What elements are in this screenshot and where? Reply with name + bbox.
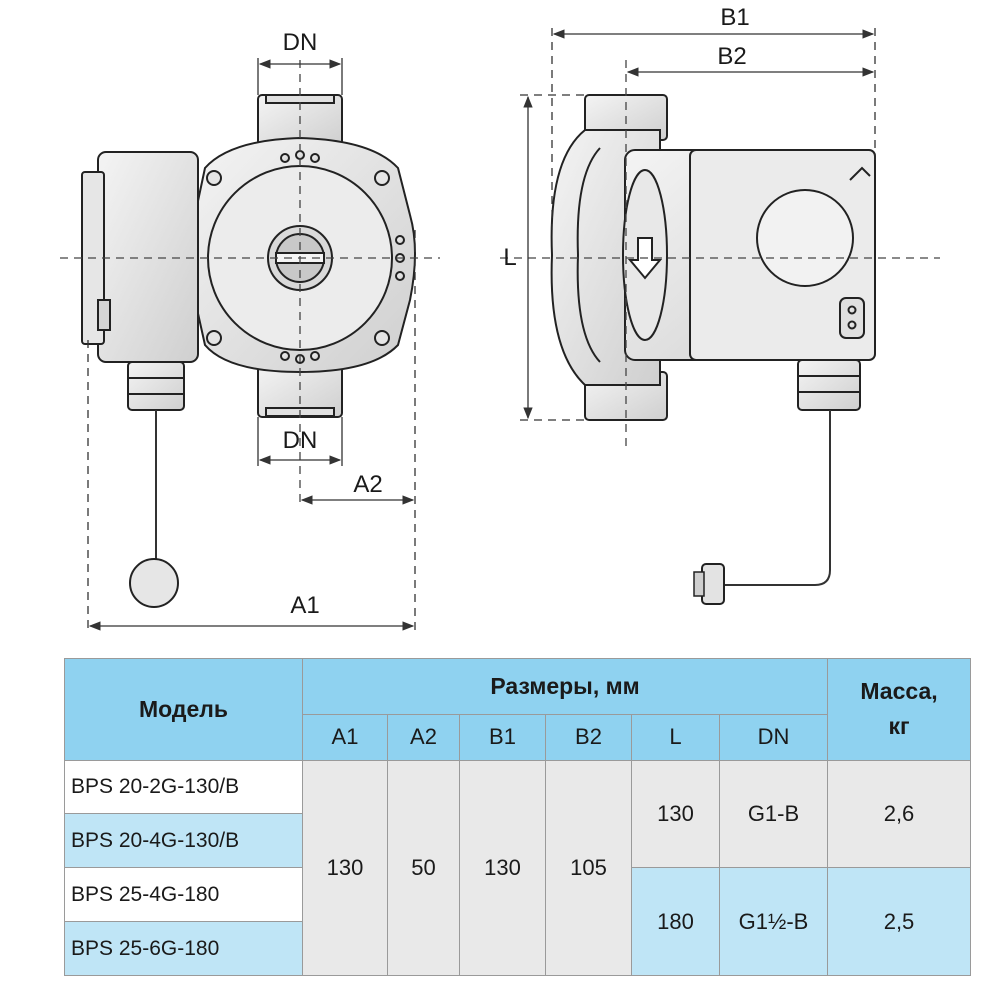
b2-label: B2	[717, 43, 746, 70]
dn-top-label: DN	[283, 29, 318, 56]
model-cell: BPS 25-4G-180	[64, 867, 303, 923]
mass-value: 2,6	[827, 759, 971, 869]
model-cell: BPS 20-2G-130/B	[64, 759, 303, 815]
plug-connector-icon	[129, 558, 179, 608]
b1-value: 130	[459, 759, 546, 977]
dn-value: G1-B	[719, 759, 828, 869]
pump-front-view-icon	[81, 94, 416, 418]
pump-drawing: DN DN A2 A1	[60, 4, 940, 631]
dn-bottom-label: DN	[283, 427, 318, 454]
header-dn: DN	[719, 713, 828, 761]
model-cell: BPS 25-6G-180	[64, 921, 303, 976]
header-b2: B2	[545, 713, 632, 761]
a2-value: 50	[387, 759, 460, 977]
header-b1: B1	[459, 713, 546, 761]
l-value: 180	[631, 867, 720, 976]
model-cell: BPS 20-4G-130/B	[64, 813, 303, 869]
table-row: BPS 20-2G-130/B 130 50 130 105 130 G1-B …	[64, 759, 971, 977]
mass-value: 2,5	[827, 867, 971, 976]
dn-value: G1½-B	[719, 867, 828, 976]
header-mass: Масса, кг	[827, 658, 971, 761]
table-row: BPS 20-4G-130/B	[64, 813, 971, 869]
header-row: Модель Размеры, мм Масса, кг	[64, 658, 971, 761]
header-mass-line2: кг	[888, 713, 910, 740]
spec-table-container: Модель Размеры, мм Масса, кг A1 A2 B1 B2…	[64, 658, 971, 977]
header-sizes: Размеры, мм	[302, 658, 828, 715]
l-label: L	[503, 244, 516, 271]
a2-label: A2	[353, 471, 382, 498]
b1-label: B1	[720, 4, 749, 31]
side-plug-connector-icon	[701, 563, 725, 605]
header-l: L	[631, 713, 720, 761]
header-a1: A1	[302, 713, 388, 761]
table-row: BPS 25-6G-180	[64, 921, 971, 976]
a1-label: A1	[290, 592, 319, 619]
spec-table: Модель Размеры, мм Масса, кг A1 A2 B1 B2…	[64, 658, 971, 977]
header-a2: A2	[387, 713, 460, 761]
table-row: BPS 25-4G-180 180 G1½-B 2,5	[64, 867, 971, 976]
b2-value: 105	[545, 759, 632, 977]
header-model: Модель	[64, 658, 303, 761]
pump-side-view-icon	[550, 94, 876, 421]
a1-value: 130	[302, 759, 388, 977]
header-mass-line1: Масса,	[860, 678, 938, 705]
l-value: 130	[631, 759, 720, 869]
subheader-row: A1 A2 B1 B2 L DN	[65, 713, 971, 761]
